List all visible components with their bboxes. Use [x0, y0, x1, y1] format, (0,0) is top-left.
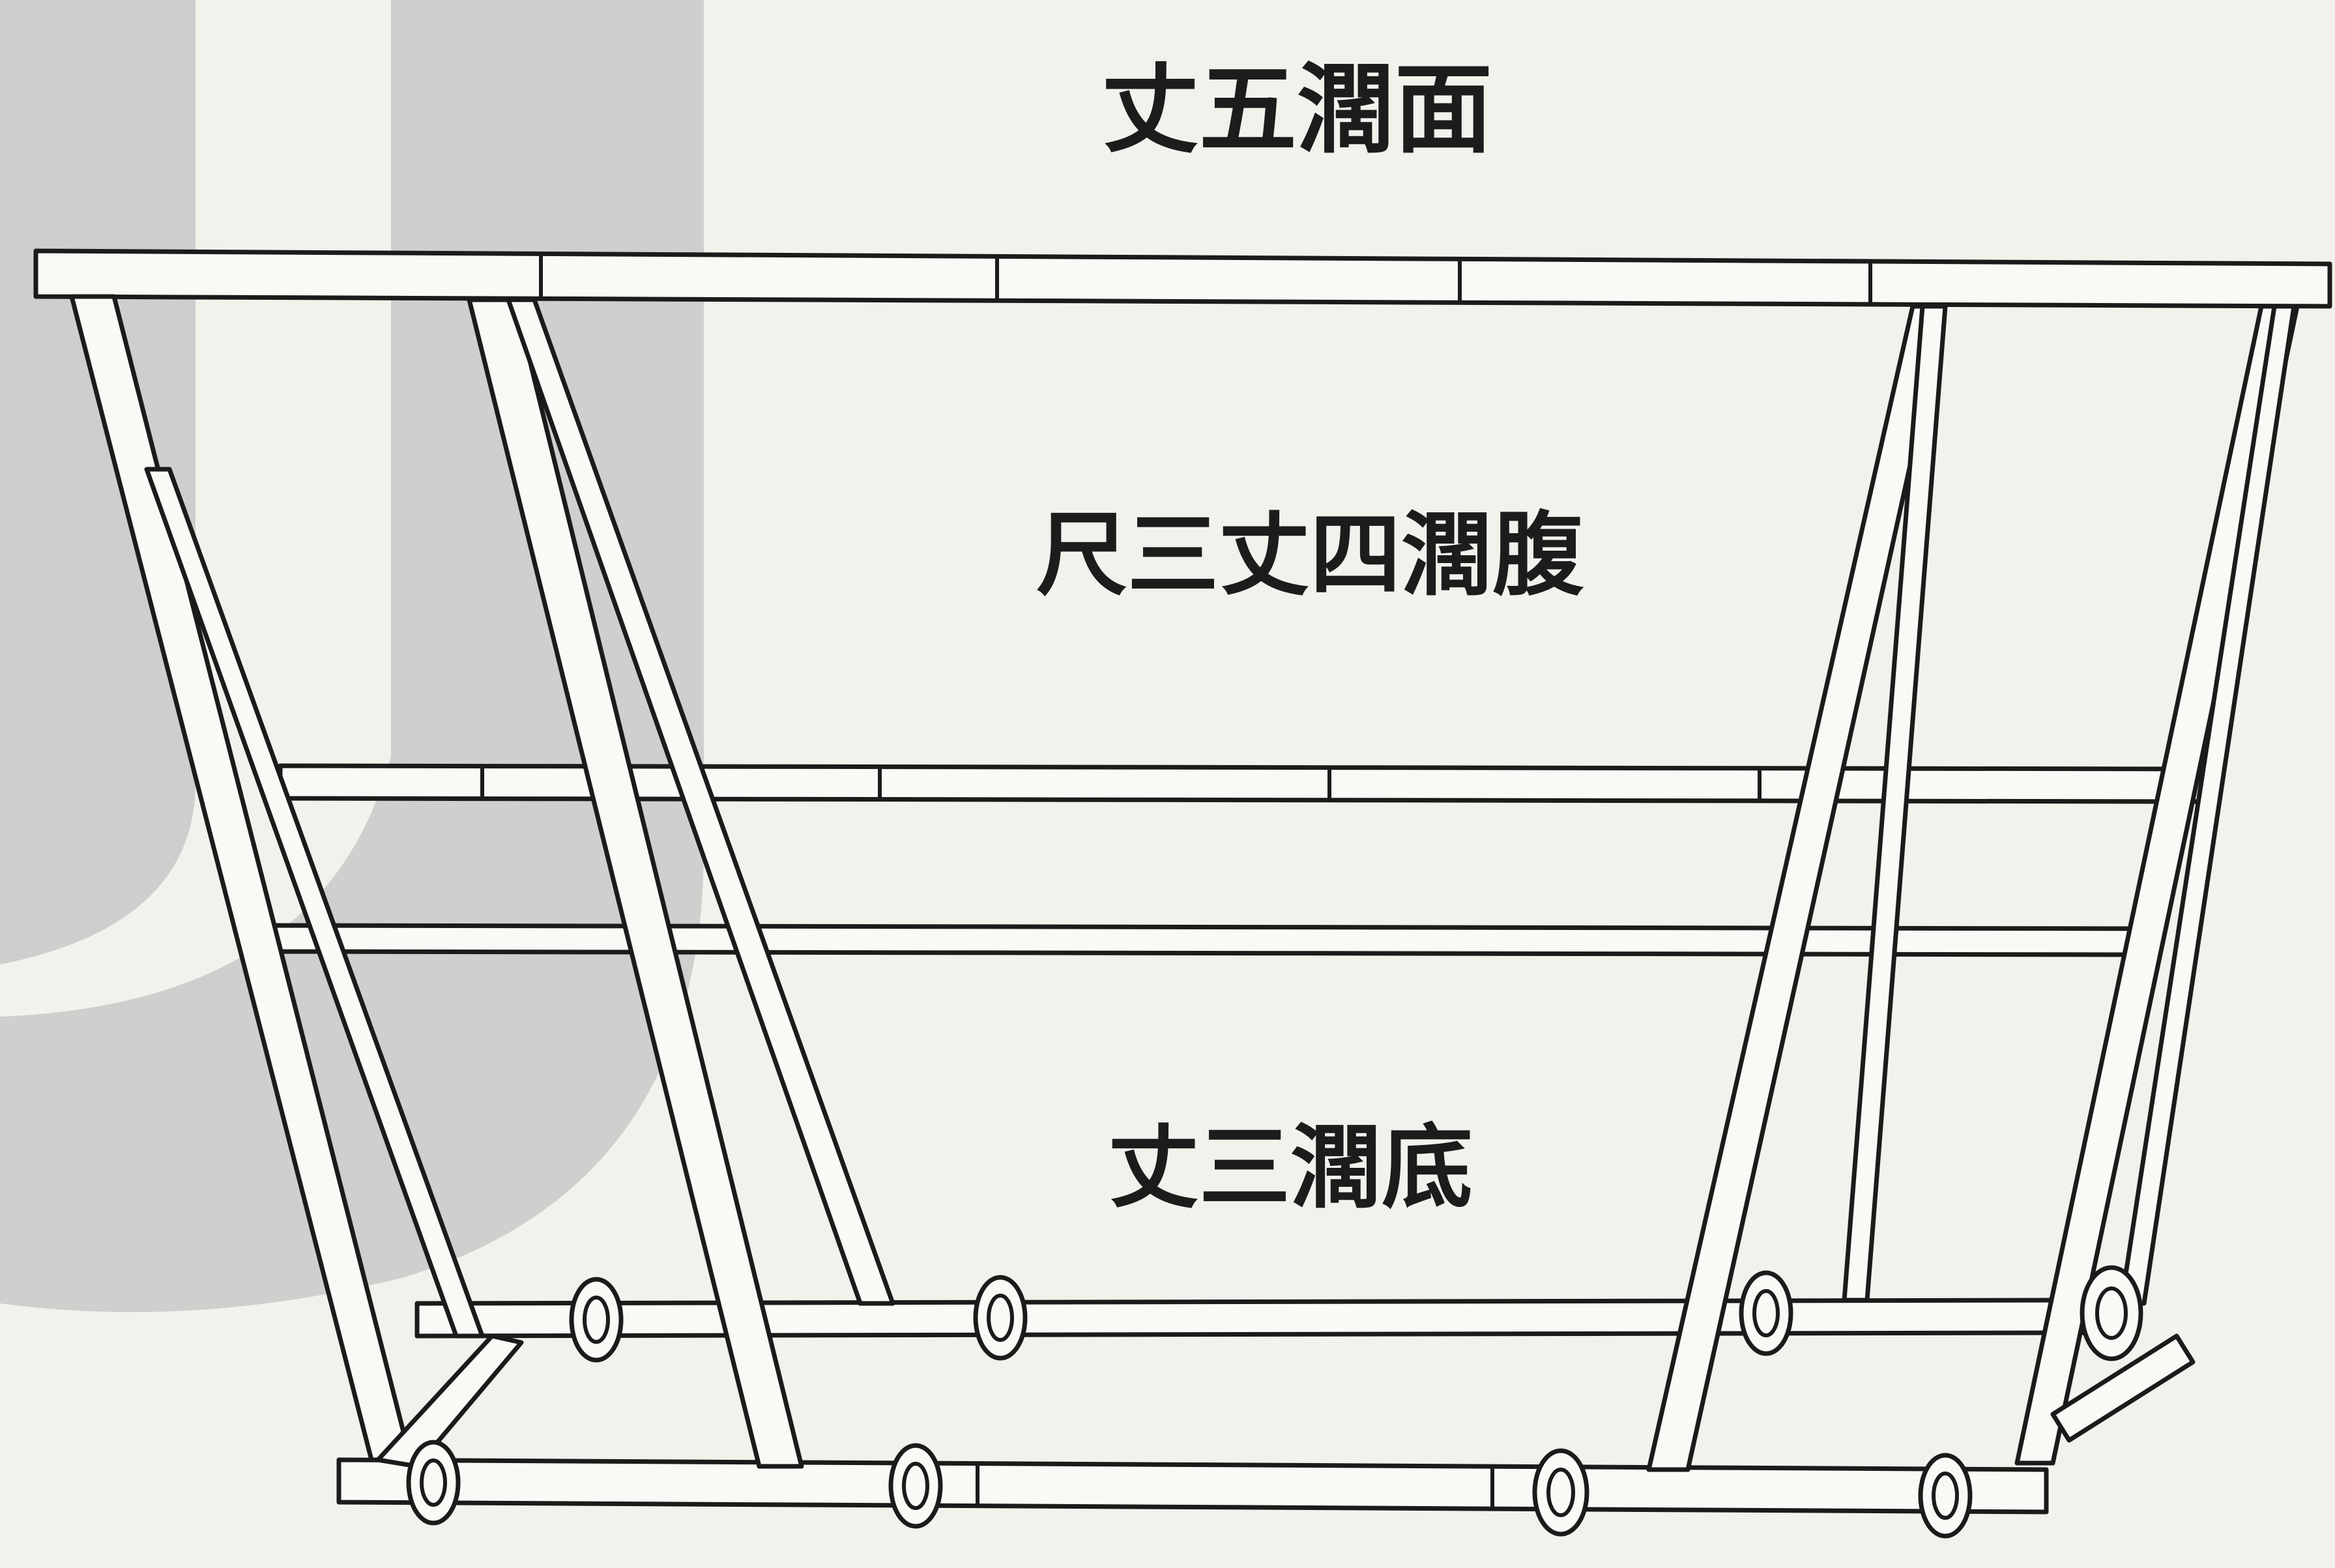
bottom-rail-back-joints: [569, 1265, 2143, 1363]
bottom-rail-front: [336, 1457, 2049, 1515]
bottom-width-label: 丈三濶底: [1108, 1114, 1473, 1221]
bottom-rail-back: [414, 1298, 2088, 1339]
right-frame: [1646, 304, 2300, 1472]
middle-width-label: 尺三丈四濶腹: [1036, 502, 1584, 609]
bottom-rail-front-joints: [406, 1440, 1973, 1539]
top-rail: [33, 248, 2332, 309]
middle-rail-lower: [265, 923, 2153, 957]
middle-rail-upper: [278, 763, 2205, 804]
top-width-label: 丈五濶面: [1101, 52, 1492, 167]
left-frame: [69, 294, 895, 1469]
